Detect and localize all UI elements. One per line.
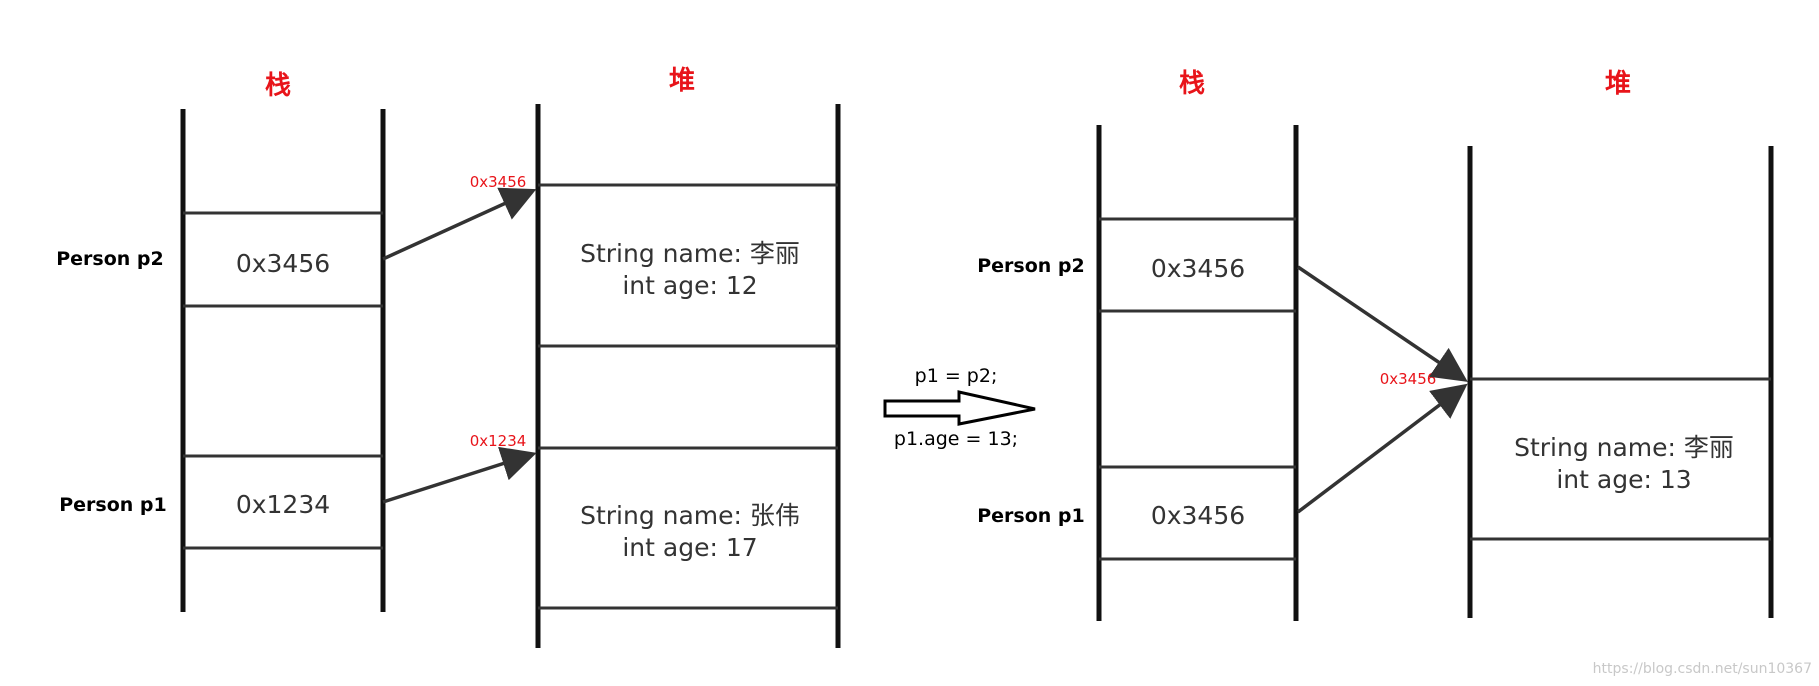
before-heap-obj2-age: int age: 17 [622,533,757,562]
after-p2-label: Person p2 [977,255,1085,277]
before-heap-addr-0x3456: 0x3456 [470,173,527,191]
before-heap-title: 堆 [669,66,695,96]
before-p2-label: Person p2 [56,248,164,270]
before-p2-pointer-arrow [382,187,537,261]
transition-arrow-icon [883,390,1036,426]
watermark: https://blog.csdn.net/sun10367 [1593,661,1812,677]
after-heap-addr-0x3456: 0x3456 [1380,370,1437,388]
operation-line1: p1 = p2; [915,365,998,387]
operation-line2: p1.age = 13; [894,428,1018,450]
before-heap-obj2-name: String name: 张伟 [580,501,800,530]
before-stack-title: 栈 [265,71,291,101]
after-p1-label: Person p1 [977,505,1085,527]
after-heap-title: 堆 [1605,69,1631,99]
after-p1-value: 0x3456 [1151,501,1245,530]
before-heap-addr-0x1234: 0x1234 [470,432,527,450]
after-stack-title: 栈 [1179,69,1205,99]
before-p1-value: 0x1234 [236,490,330,519]
before-p1-label: Person p1 [59,494,167,516]
after-p2-pointer-arrow [1297,265,1468,382]
before-p1-pointer-arrow [382,446,537,504]
before-heap-obj1-age: int age: 12 [622,271,757,300]
after-heap-obj1-name: String name: 李丽 [1514,433,1734,462]
after-p1-pointer-arrow [1296,383,1468,514]
before-p2-value: 0x3456 [236,249,330,278]
before-heap-obj1-name: String name: 李丽 [580,239,800,268]
after-p2-value: 0x3456 [1151,254,1245,283]
after-heap-obj1-age: int age: 13 [1556,465,1691,494]
